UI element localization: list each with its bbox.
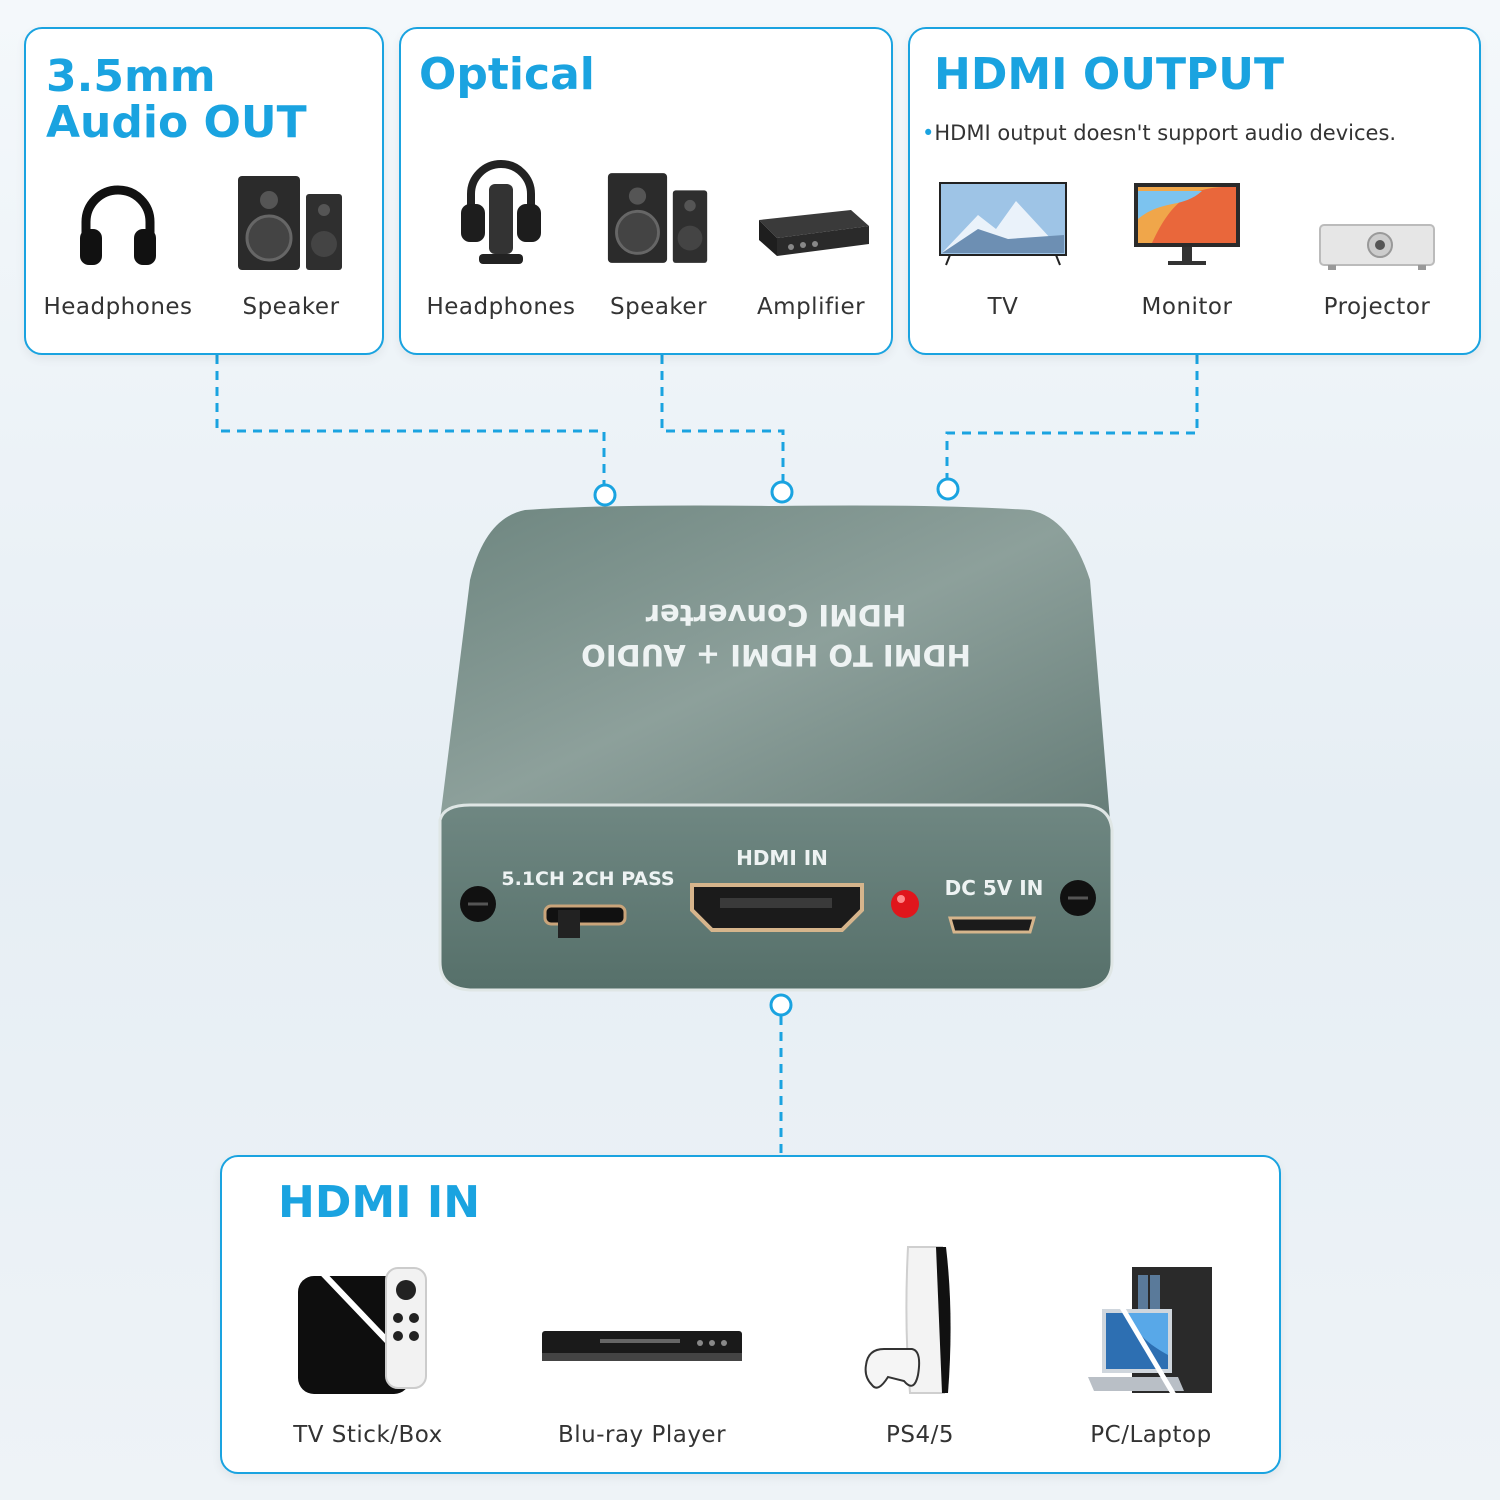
hdmi-in-title: HDMI IN bbox=[278, 1177, 481, 1228]
device-label: Blu-ray Player bbox=[557, 1422, 727, 1448]
hdmi-in-bluray: Blu-ray Player bbox=[540, 1327, 744, 1448]
device-title-line2: HDMI Converter bbox=[645, 598, 907, 632]
optical-connector bbox=[660, 355, 785, 483]
hdmi-output-tv: TV bbox=[938, 179, 1068, 324]
screw-right bbox=[1060, 880, 1096, 916]
audio-out-speaker: Speaker bbox=[236, 174, 346, 324]
hdmi-output-projector: Projector bbox=[1318, 219, 1436, 324]
audio-out-panel: 3.5mm Audio OUT Headphones Speaker bbox=[24, 27, 384, 355]
hdmi-in-panel: HDMI IN TV Stick/Box Blu-ray Player bbox=[220, 1155, 1281, 1474]
hdmi-output-panel: HDMI OUTPUT •HDMI output doesn't support… bbox=[908, 27, 1481, 355]
hdmi-in-pc-laptop: PC/Laptop bbox=[1088, 1265, 1214, 1448]
amplifier-icon bbox=[759, 210, 869, 256]
device-label: Speaker bbox=[242, 294, 340, 320]
optical-title: Optical bbox=[419, 49, 595, 100]
device-label: Headphones bbox=[426, 294, 576, 320]
device-label: Amplifier bbox=[756, 294, 866, 320]
device-label: Headphones bbox=[43, 294, 193, 320]
audio-out-title: 3.5mm Audio OUT bbox=[46, 51, 307, 148]
projector-icon bbox=[1319, 224, 1435, 270]
speaker-icon bbox=[607, 173, 708, 263]
wireless-headphones-icon bbox=[461, 160, 541, 264]
hdmi-in-tv-box: TV Stick/Box bbox=[293, 1262, 442, 1448]
dc-5v-label: DC 5V IN bbox=[944, 876, 1044, 900]
optical-amplifier: Amplifier bbox=[751, 204, 871, 324]
hdmi-in-port-marker bbox=[769, 993, 793, 1017]
hdmi-output-connector bbox=[945, 355, 1199, 480]
speaker-icon bbox=[238, 176, 342, 270]
device-label: TV bbox=[987, 294, 1019, 320]
switch-label: 5.1CH 2CH PASS bbox=[501, 868, 675, 890]
optical-panel: Optical Headphones Speaker bbox=[399, 27, 893, 355]
monitor-icon bbox=[1134, 183, 1240, 265]
optical-port-marker bbox=[770, 480, 794, 504]
hdmi-converter-device bbox=[438, 505, 1114, 992]
tv-box-icon bbox=[298, 1262, 437, 1394]
screw-left bbox=[460, 886, 496, 922]
hdmi-output-note: •HDMI output doesn't support audio devic… bbox=[922, 121, 1397, 145]
hdmi-in-port-label: HDMI IN bbox=[736, 846, 828, 870]
bluray-player-icon bbox=[542, 1331, 742, 1361]
device-label: Monitor bbox=[1141, 294, 1233, 320]
audio-out-port-marker bbox=[593, 483, 617, 507]
audio-out-connector bbox=[215, 355, 606, 485]
device-label: Projector bbox=[1323, 294, 1431, 320]
device-label: TV Stick/Box bbox=[293, 1422, 443, 1448]
device-label: PC/Laptop bbox=[1090, 1422, 1212, 1448]
game-console-icon bbox=[864, 1246, 951, 1394]
audio-out-headphones: Headphones bbox=[43, 174, 192, 324]
hdmi-output-title: HDMI OUTPUT bbox=[934, 49, 1284, 100]
device-label: Speaker bbox=[609, 294, 708, 320]
power-led bbox=[891, 890, 919, 918]
dc-5v-port bbox=[948, 916, 1036, 934]
hdmi-output-port-marker bbox=[936, 477, 960, 501]
device-label: PS4/5 bbox=[886, 1422, 954, 1448]
tv-icon bbox=[939, 182, 1067, 266]
headphones-icon bbox=[80, 185, 156, 265]
hdmi-output-monitor: Monitor bbox=[1132, 179, 1242, 324]
optical-headphones: Headphones bbox=[426, 154, 575, 324]
optical-speaker: Speaker bbox=[606, 169, 711, 324]
mode-switch bbox=[543, 904, 627, 926]
pc-laptop-icon bbox=[1088, 1265, 1212, 1397]
device-title-line1: HDMI TO HDMI + AUDIO bbox=[581, 638, 971, 672]
hdmi-in-ps: PS4/5 bbox=[864, 1245, 976, 1448]
